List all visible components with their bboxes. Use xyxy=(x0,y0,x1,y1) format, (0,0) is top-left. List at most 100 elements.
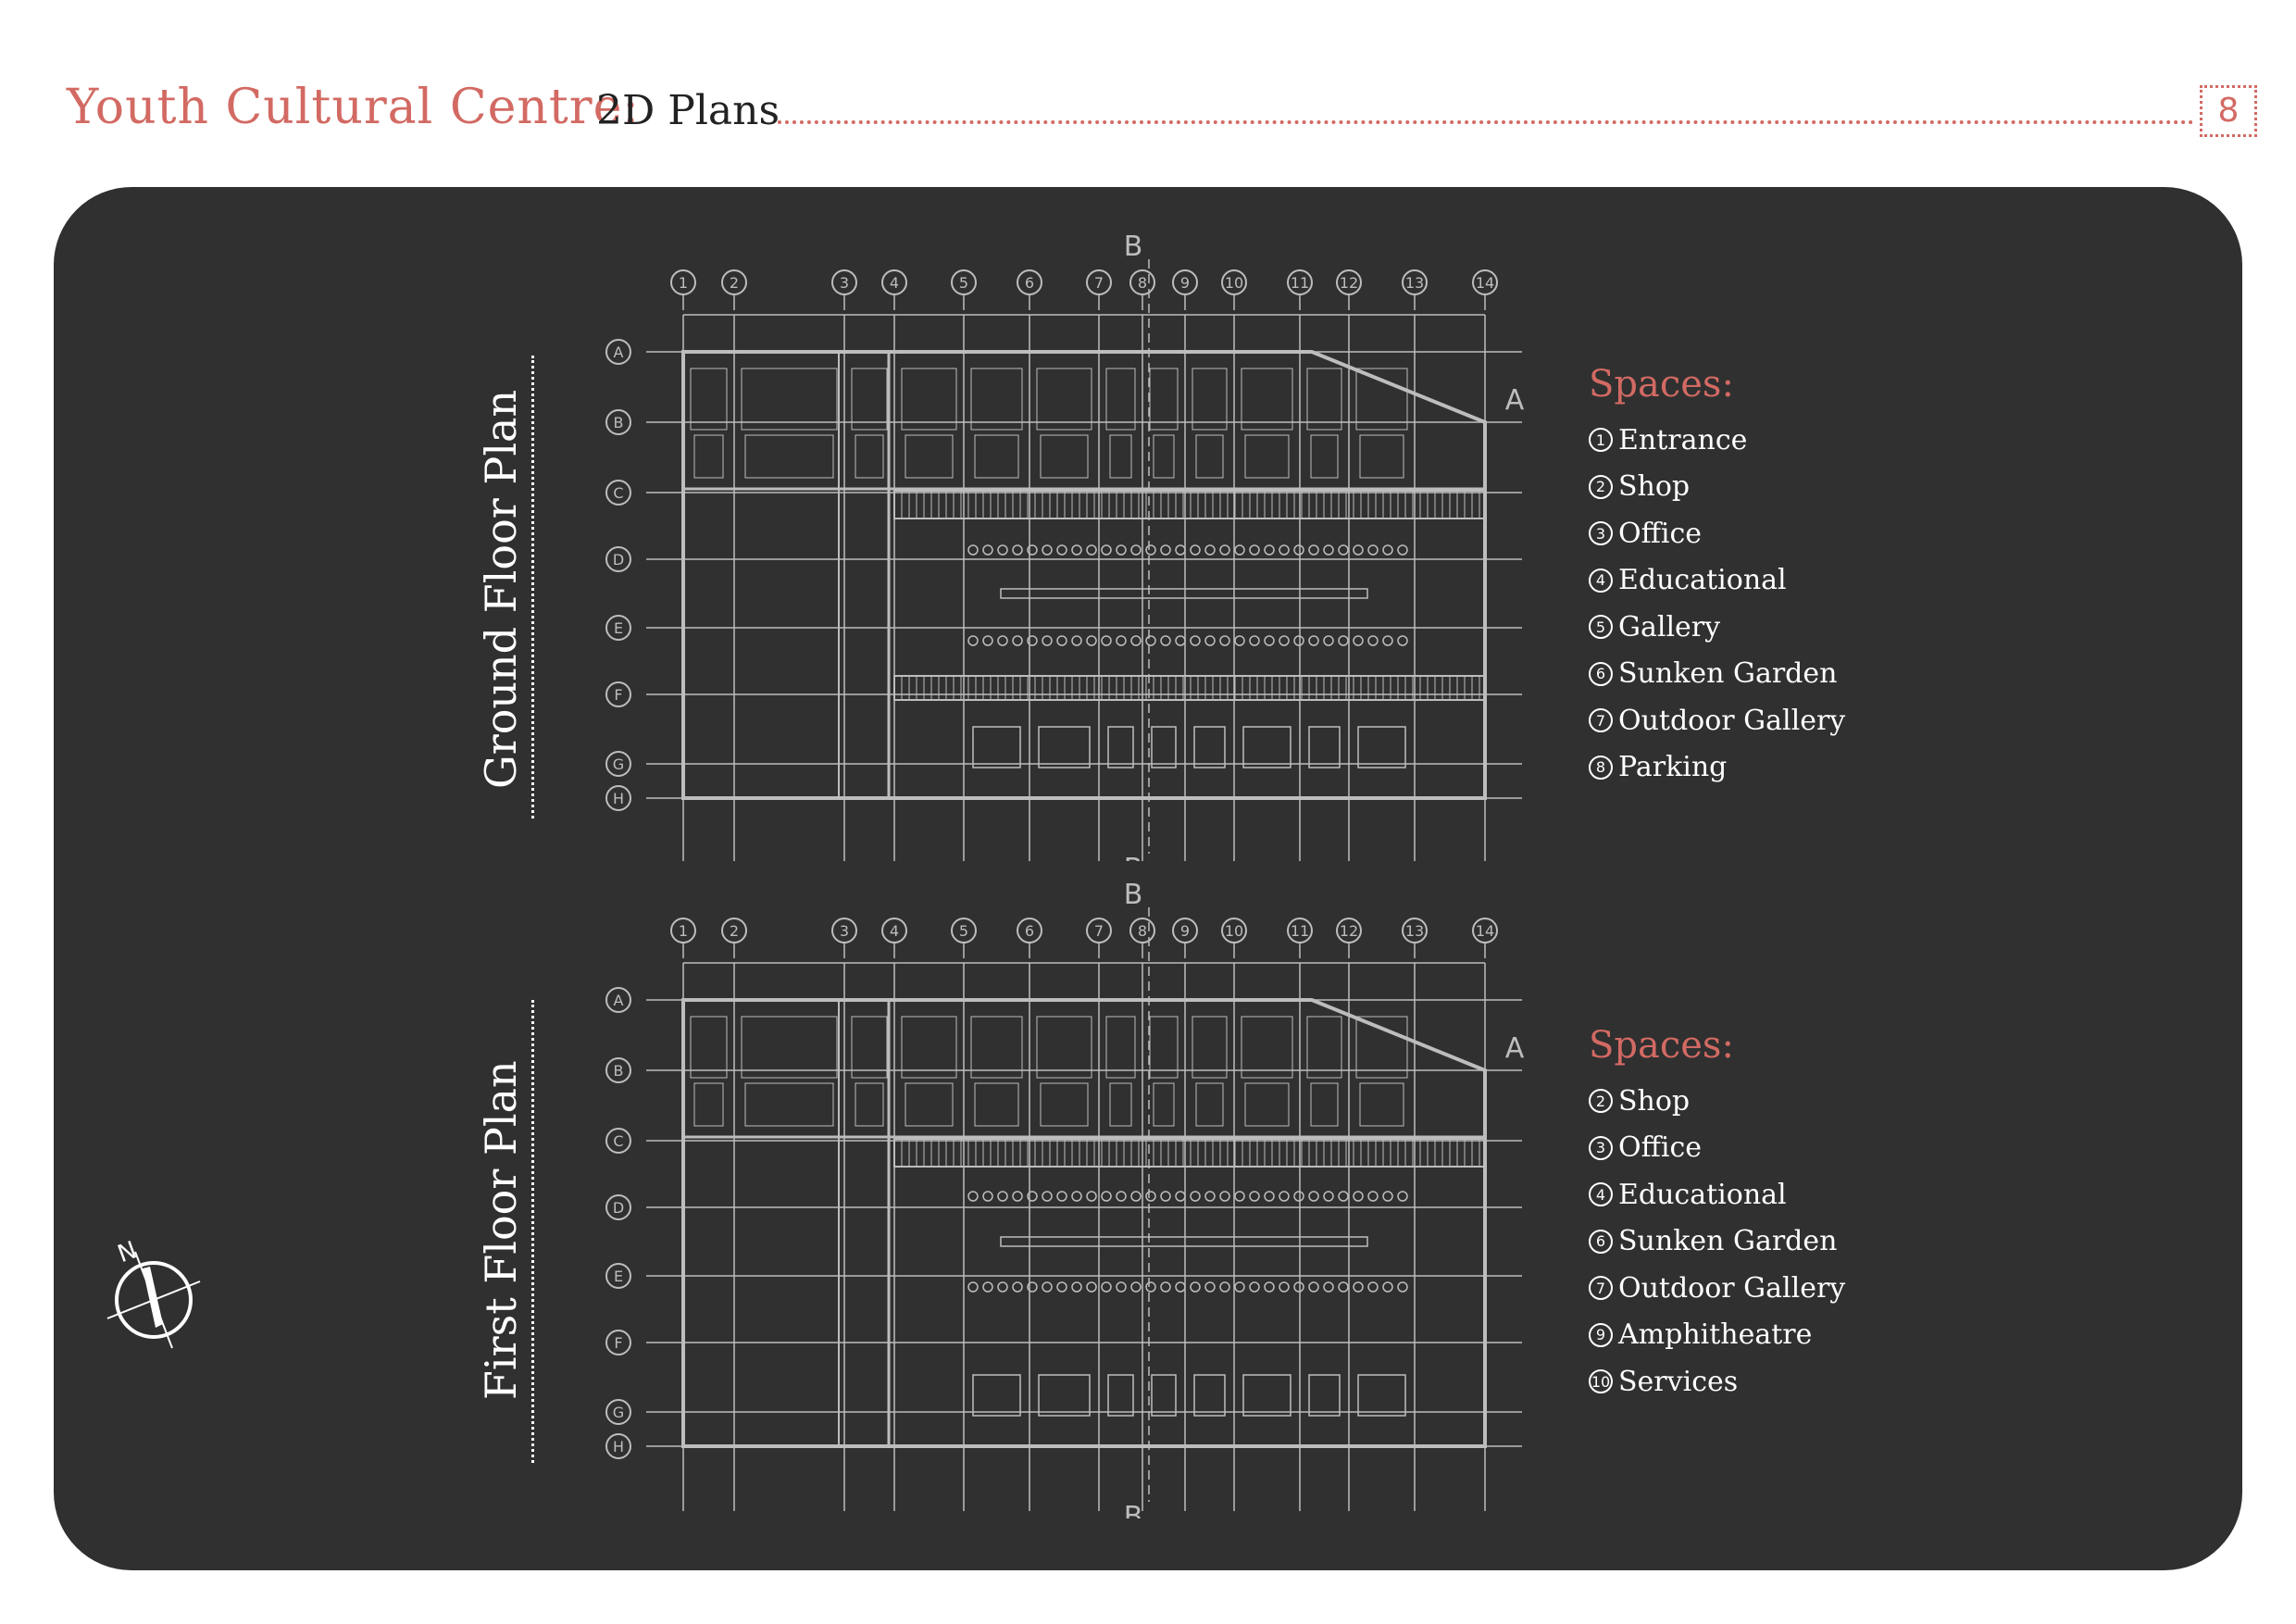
grid-row-bubble xyxy=(605,1128,631,1154)
ground-floor-title-rule xyxy=(531,356,534,818)
space-number-badge: 10 xyxy=(1589,1369,1613,1394)
grid-column-bubble xyxy=(670,918,696,943)
space-number-badge: 6 xyxy=(1589,1229,1613,1254)
grid-column-label: 8 xyxy=(1138,922,1147,940)
space-label: Sunken Garden xyxy=(1618,1225,1838,1258)
plans-panel xyxy=(54,187,2242,1570)
space-label: Gallery xyxy=(1618,610,1721,643)
grid-row-bubble xyxy=(605,1263,631,1289)
grid-row-label: B xyxy=(614,1062,624,1080)
grid-column-bubble xyxy=(1172,918,1198,943)
grid-column-label: 3 xyxy=(840,922,849,940)
section-marker-a: A xyxy=(1505,1032,1525,1065)
space-number-badge: 2 xyxy=(1589,1089,1613,1114)
grid-column-label: 4 xyxy=(890,274,899,292)
grid-column-label: 12 xyxy=(1340,922,1358,940)
grid-column-label: 6 xyxy=(1025,274,1034,292)
grid-row-bubble xyxy=(605,1399,631,1425)
page-header: Youth Cultural Centre: 2D Plans 8 xyxy=(67,80,2257,144)
grid-column-label: 13 xyxy=(1405,274,1424,292)
grid-column-label: 9 xyxy=(1180,274,1190,292)
grid-column-bubble xyxy=(1221,269,1247,295)
grid-row-bubble xyxy=(605,1057,631,1083)
grid-column-label: 14 xyxy=(1476,274,1494,292)
space-label: Entrance xyxy=(1618,423,1748,456)
grid-column-label: 6 xyxy=(1025,922,1034,940)
grid-column-bubble xyxy=(1129,269,1155,295)
grid-column-label: 7 xyxy=(1094,922,1104,940)
grid-row-label: C xyxy=(613,484,623,502)
space-number-badge: 4 xyxy=(1589,1182,1613,1207)
grid-column-bubble xyxy=(831,269,857,295)
grid-column-label: 7 xyxy=(1094,274,1104,292)
space-number-badge: 5 xyxy=(1589,615,1613,640)
grid-row-label: F xyxy=(614,1334,622,1352)
grid-row-label: B xyxy=(614,414,624,431)
grid-row-label: G xyxy=(613,1404,624,1421)
grid-column-bubble xyxy=(1129,918,1155,943)
space-label: Services xyxy=(1618,1365,1739,1398)
space-label: Shop xyxy=(1618,470,1691,504)
section-marker-b: B xyxy=(1124,853,1143,861)
grid-row-bubble xyxy=(605,1194,631,1220)
ground-floor-plan-drawing: 1234567891011121314ABCDEFGHAABB xyxy=(605,231,1525,861)
page-subtitle: 2D Plans xyxy=(596,87,780,134)
grid-column-label: 12 xyxy=(1340,274,1358,292)
grid-column-bubble xyxy=(951,269,977,295)
grid-row-bubble xyxy=(605,681,631,707)
grid-column-bubble xyxy=(1472,269,1498,295)
grid-column-bubble xyxy=(1172,269,1198,295)
grid-row-label: H xyxy=(613,1438,624,1455)
grid-row-label: C xyxy=(613,1132,623,1150)
grid-row-label: E xyxy=(614,619,623,637)
grid-column-label: 13 xyxy=(1405,922,1424,940)
section-marker-b: B xyxy=(1124,1501,1143,1518)
space-label: Sunken Garden xyxy=(1618,657,1838,691)
grid-column-bubble xyxy=(1287,918,1313,943)
grid-column-bubble xyxy=(1287,269,1313,295)
grid-column-label: 11 xyxy=(1291,922,1309,940)
space-label: Educational xyxy=(1618,1178,1787,1211)
grid-column-bubble xyxy=(1221,918,1247,943)
space-number-badge: 7 xyxy=(1589,1276,1613,1301)
grid-column-label: 4 xyxy=(890,922,899,940)
grid-row-bubble xyxy=(605,546,631,572)
grid-row-bubble xyxy=(605,987,631,1013)
grid-column-bubble xyxy=(881,269,907,295)
grid-row-bubble xyxy=(605,1330,631,1355)
space-label: Amphitheatre xyxy=(1618,1318,1813,1352)
legend-heading: Spaces: xyxy=(1589,363,1734,406)
ground-floor-title: Ground Floor Plan xyxy=(476,389,526,789)
grid-column-bubble xyxy=(1472,918,1498,943)
space-number-badge: 9 xyxy=(1589,1322,1613,1347)
grid-row-bubble xyxy=(605,785,631,811)
space-number-badge: 3 xyxy=(1589,1135,1613,1160)
grid-column-bubble xyxy=(670,269,696,295)
grid-row-bubble xyxy=(605,615,631,641)
grid-column-label: 11 xyxy=(1291,274,1309,292)
grid-column-label: 5 xyxy=(959,274,968,292)
grid-column-bubble xyxy=(1402,269,1428,295)
grid-row-bubble xyxy=(605,409,631,435)
space-number-badge: 3 xyxy=(1589,521,1613,546)
section-marker-b: B xyxy=(1124,231,1143,263)
space-number-badge: 8 xyxy=(1589,755,1613,780)
first-floor-title-rule xyxy=(531,1000,534,1463)
grid-column-bubble xyxy=(831,918,857,943)
grid-column-bubble xyxy=(721,269,747,295)
grid-row-label: E xyxy=(614,1268,623,1285)
grid-row-bubble xyxy=(605,480,631,506)
grid-column-label: 10 xyxy=(1225,922,1243,940)
grid-row-label: D xyxy=(613,1199,624,1217)
space-label: Educational xyxy=(1618,564,1787,597)
grid-column-label: 1 xyxy=(679,922,688,940)
